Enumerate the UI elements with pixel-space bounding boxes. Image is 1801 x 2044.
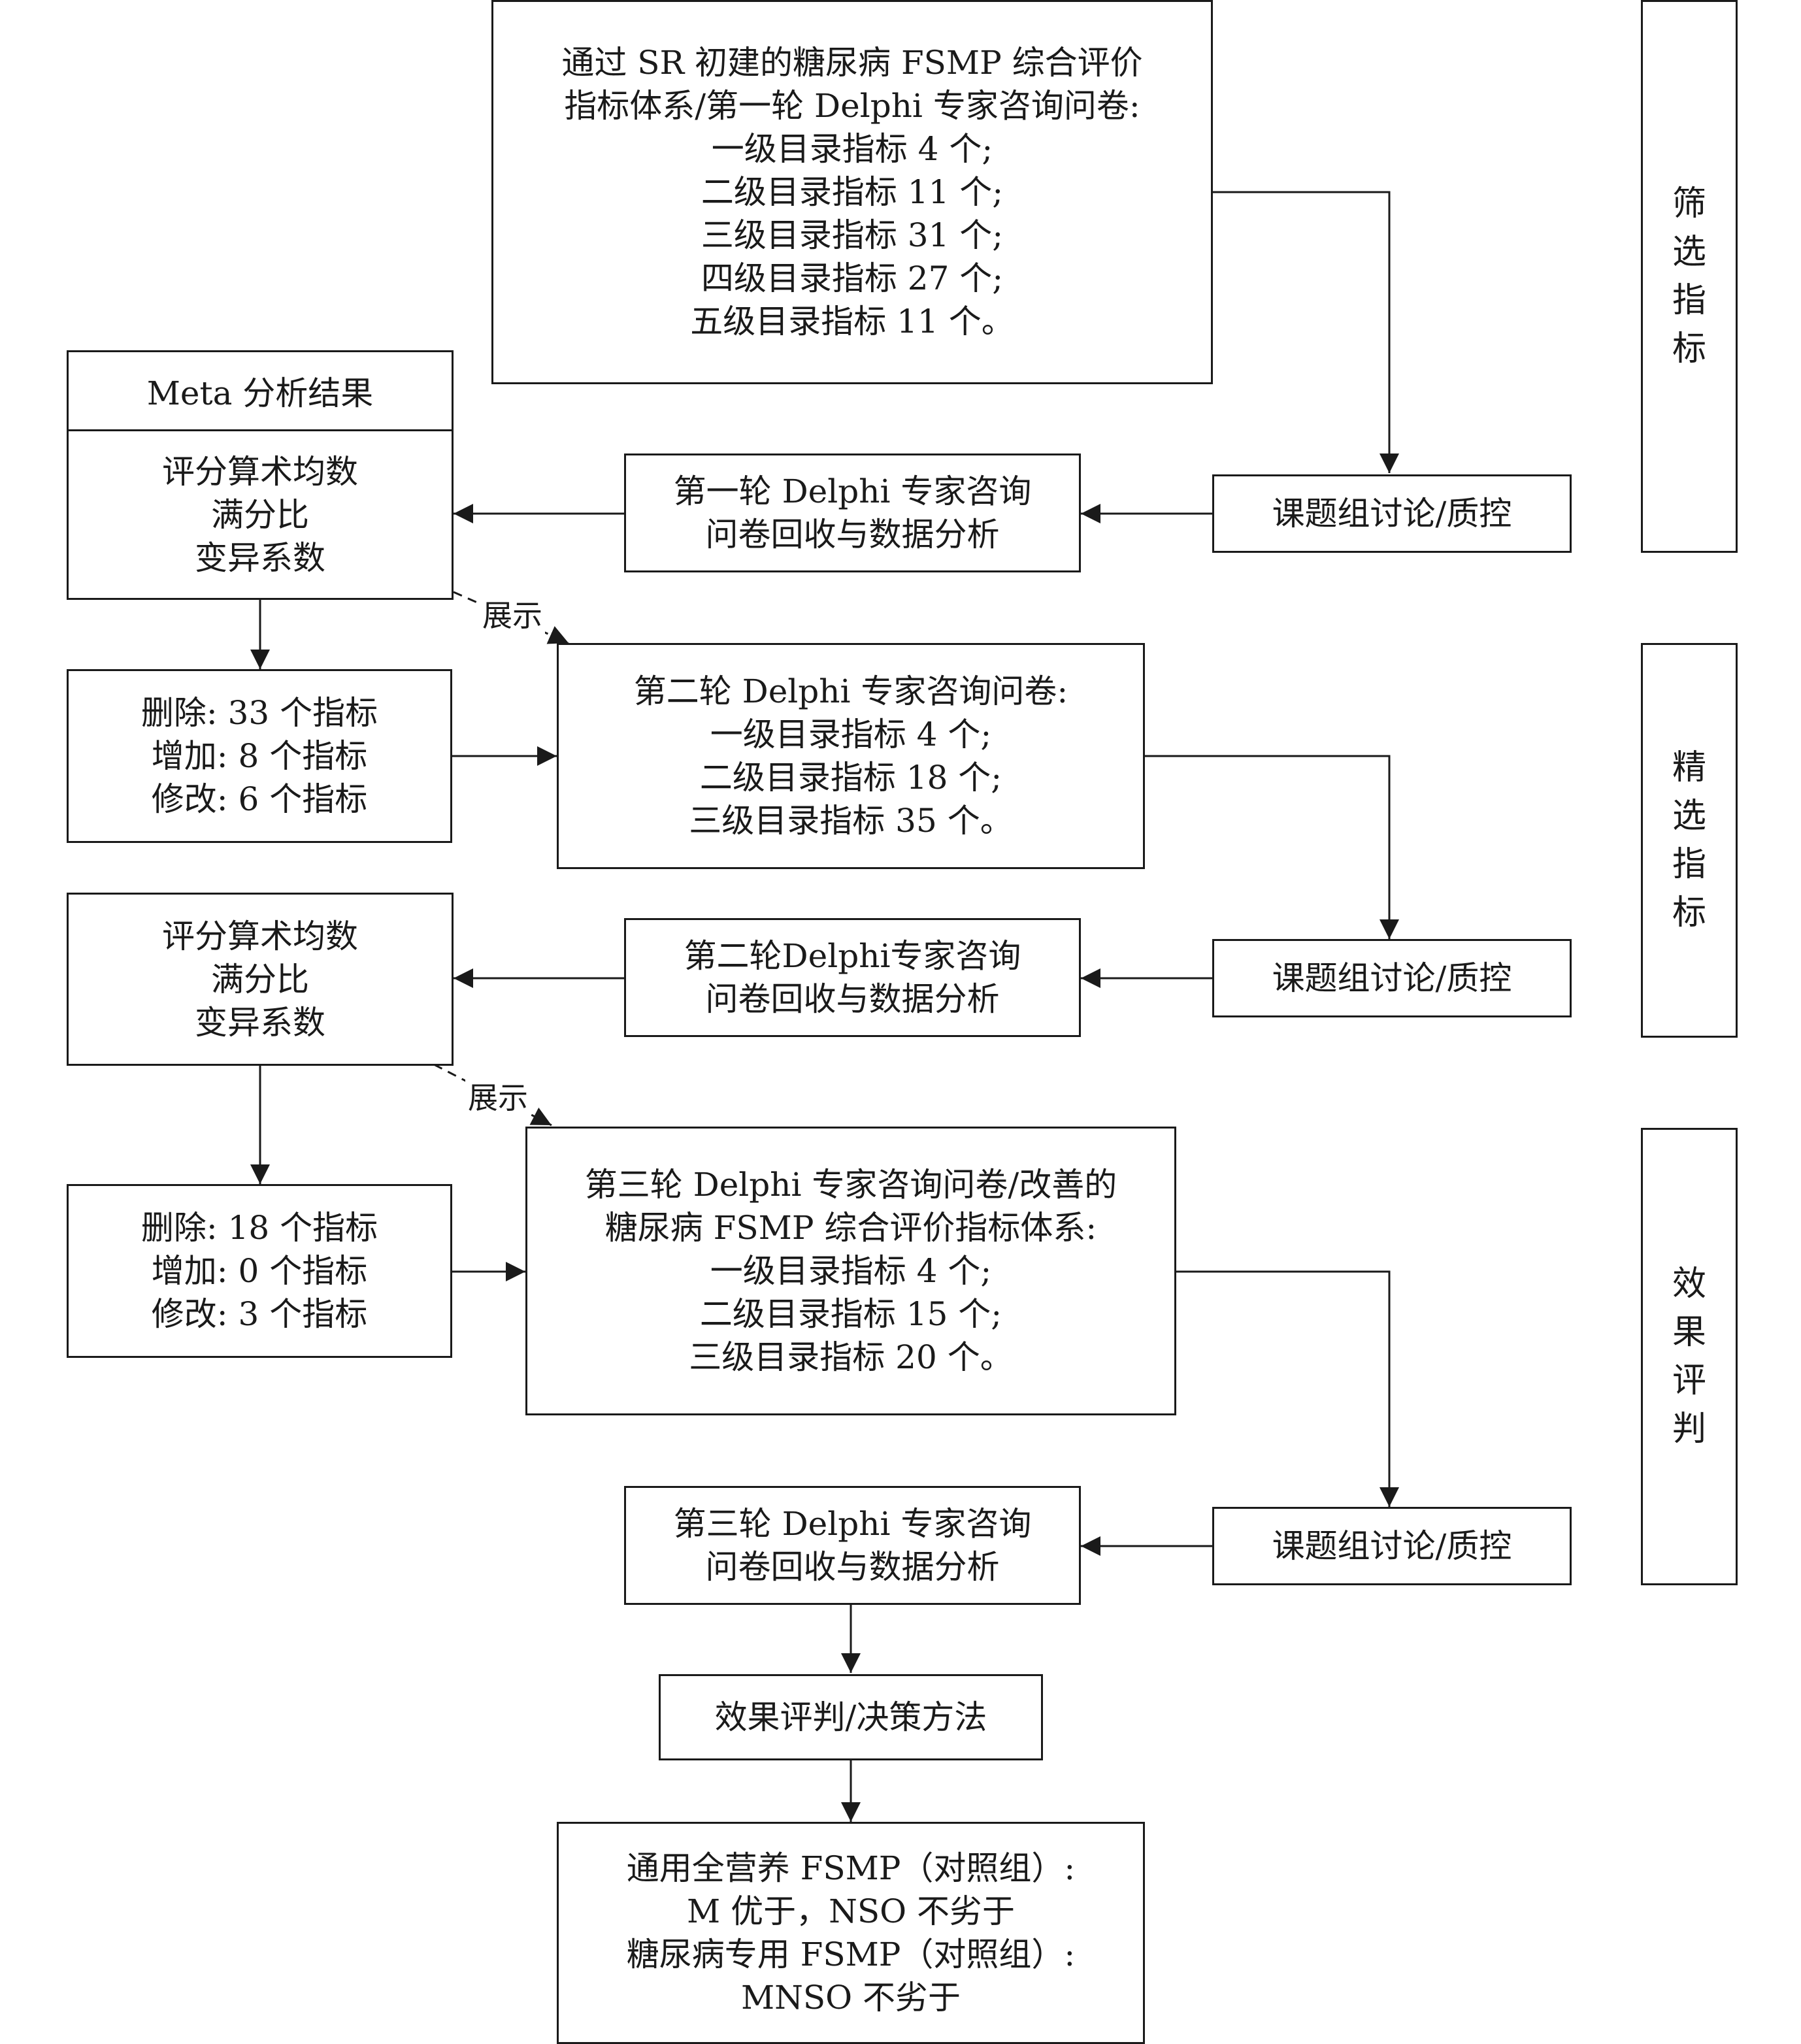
changes1-line-1: 删除: 33 个指标 [140,694,378,732]
initial-indicator-system-box: 通过 SR 初建的糖尿病 FSMP 综合评价 指标体系/第一轮 Delphi 专… [491,0,1213,384]
stage1-char-1: 筛 [1672,184,1706,223]
stage2-char-3: 指 [1672,845,1706,884]
q3-line-3: 一级目录指标 4 个; [710,1252,992,1290]
q2-line-3: 二级目录指标 18 个; [699,759,1002,797]
meta-analysis-header: Meta 分析结果 [69,352,452,431]
q3-line-2: 糖尿病 FSMP 综合评价指标体系: [604,1209,1097,1247]
qc-label-2: 课题组讨论/质控 [1272,959,1512,997]
decision-label: 效果评判/决策方法 [714,1698,987,1736]
top-line-1: 通过 SR 初建的糖尿病 FSMP 综合评价 [561,44,1143,82]
stage3-char-2: 果 [1672,1313,1706,1352]
stage3-char-3: 评 [1672,1361,1706,1400]
round3-questionnaire-box: 第三轮 Delphi 专家咨询问卷/改善的 糖尿病 FSMP 综合评价指标体系:… [525,1127,1176,1415]
q2-line-4: 三级目录指标 35 个。 [689,802,1013,840]
meta-line-3: 变异系数 [195,538,325,577]
round1-recovery-box: 第一轮 Delphi 专家咨询 问卷回收与数据分析 [624,453,1081,572]
arrow-top-to-qc1 [1213,191,1399,473]
result-line-1: 通用全营养 FSMP（对照组）: [626,1849,1076,1887]
stage3-char-1: 效 [1672,1264,1706,1304]
show-label-1: 展示 [480,592,545,635]
arrow-q2-to-qc2 [1145,755,1399,939]
stage-evaluation: 效 果 评 判 [1641,1128,1738,1585]
changes-box-1: 删除: 33 个指标 增加: 8 个指标 修改: 6 个指标 [67,669,452,843]
r2-line-2: 问卷回收与数据分析 [705,980,1000,1018]
stage2-char-4: 标 [1672,893,1706,932]
changes2-line-2: 增加: 0 个指标 [151,1252,368,1290]
changes1-line-2: 增加: 8 个指标 [151,737,368,775]
stats2-line-1: 评分算术均数 [162,917,358,955]
changes2-line-3: 修改: 3 个指标 [151,1295,368,1333]
top-line-7: 五级目录指标 11 个。 [690,303,1014,340]
stats2-line-3: 变异系数 [195,1003,325,1042]
round3-recovery-box: 第三轮 Delphi 专家咨询 问卷回收与数据分析 [624,1486,1081,1605]
r3-line-2: 问卷回收与数据分析 [705,1548,1000,1586]
result-line-4: MNSO 不劣于 [740,1979,961,2017]
r1-line-2: 问卷回收与数据分析 [705,516,1000,553]
r3-line-1: 第三轮 Delphi 专家咨询 [673,1505,1032,1543]
q2-line-1: 第二轮 Delphi 专家咨询问卷: [633,672,1068,710]
top-line-6: 四级目录指标 27 个; [701,259,1004,297]
show-label-2: 展示 [465,1074,531,1117]
top-line-4: 二级目录指标 11 个; [701,173,1004,211]
result-line-2: M 优于，NSO 不劣于 [687,1892,1015,1930]
top-line-5: 三级目录指标 31 个; [701,216,1004,254]
decision-method-box: 效果评判/决策方法 [659,1674,1043,1760]
q3-line-4: 二级目录指标 15 个; [699,1295,1002,1333]
stage1-char-2: 选 [1672,233,1706,272]
qc-label-1: 课题组讨论/质控 [1272,495,1512,533]
round2-questionnaire-box: 第二轮 Delphi 专家咨询问卷: 一级目录指标 4 个; 二级目录指标 18… [557,643,1145,869]
meta-analysis-box: Meta 分析结果 评分算术均数 满分比 变异系数 [67,350,454,600]
round2-recovery-box: 第二轮Delphi专家咨询 问卷回收与数据分析 [624,918,1081,1037]
qc-box-3: 课题组讨论/质控 [1212,1507,1572,1585]
changes-box-2: 删除: 18 个指标 增加: 0 个指标 修改: 3 个指标 [67,1184,452,1358]
r1-line-1: 第一轮 Delphi 专家咨询 [673,472,1032,510]
qc-label-3: 课题组讨论/质控 [1272,1527,1512,1565]
result-box: 通用全营养 FSMP（对照组）: M 优于，NSO 不劣于 糖尿病专用 FSMP… [557,1822,1145,2044]
meta-line-1: 评分算术均数 [162,452,358,491]
stats2-line-2: 满分比 [211,960,309,998]
qc-box-1: 课题组讨论/质控 [1212,474,1572,553]
q3-line-1: 第三轮 Delphi 专家咨询问卷/改善的 [584,1166,1117,1204]
meta-line-2: 满分比 [211,495,309,534]
stats-box-2: 评分算术均数 满分比 变异系数 [67,893,454,1066]
arrow-q3-to-qc3 [1176,1270,1399,1507]
stage2-char-1: 精 [1672,748,1706,787]
top-line-3: 一级目录指标 4 个; [711,130,993,168]
top-line-2: 指标体系/第一轮 Delphi 专家咨询问卷: [564,87,1140,125]
qc-box-2: 课题组讨论/质控 [1212,939,1572,1017]
result-line-3: 糖尿病专用 FSMP（对照组）: [626,1936,1076,1973]
r2-line-1: 第二轮Delphi专家咨询 [684,937,1021,975]
stage1-char-3: 指 [1672,281,1706,320]
changes1-line-3: 修改: 6 个指标 [151,780,368,818]
stage1-char-4: 标 [1672,329,1706,369]
stage2-char-2: 选 [1672,797,1706,836]
stage-refining: 精 选 指 标 [1641,643,1738,1038]
stage3-char-4: 判 [1672,1409,1706,1449]
q3-line-5: 三级目录指标 20 个。 [689,1338,1013,1376]
stage-screening: 筛 选 指 标 [1641,0,1738,553]
q2-line-2: 一级目录指标 4 个; [710,716,992,753]
changes2-line-1: 删除: 18 个指标 [140,1209,378,1247]
